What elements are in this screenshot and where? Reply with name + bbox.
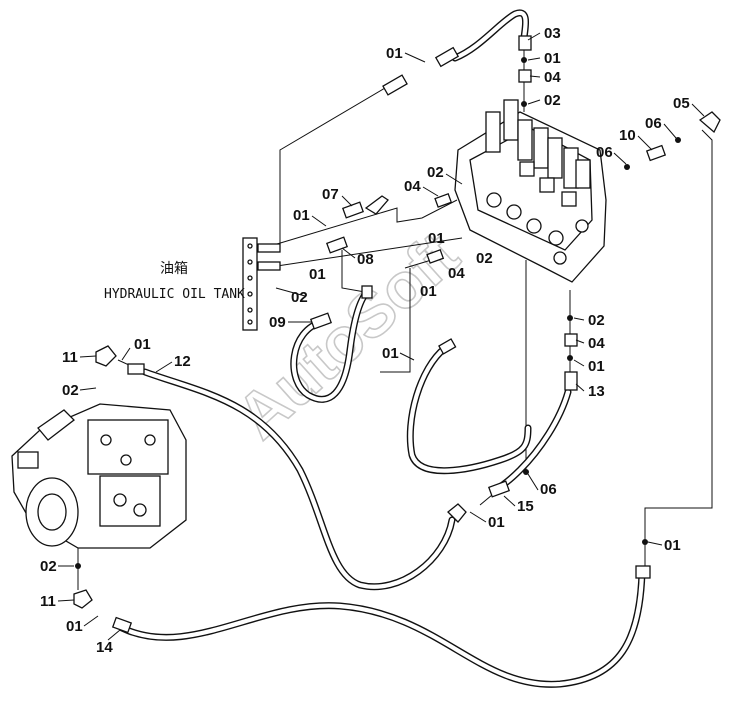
callout-01: 01 (309, 266, 326, 283)
callout-01: 01 (664, 537, 681, 554)
fittings (73, 35, 721, 634)
callout-04: 04 (588, 335, 605, 352)
callout-02: 02 (40, 558, 57, 575)
tank-bracket (242, 237, 281, 331)
callout-14: 14 (96, 639, 113, 656)
callout-01: 01 (134, 336, 151, 353)
callout-13: 13 (588, 383, 605, 400)
tank-label-en: HYDRAULIC OIL TANK (104, 287, 245, 302)
callout-03: 03 (544, 25, 561, 42)
callout-02: 02 (588, 312, 605, 329)
callout-02: 02 (544, 92, 561, 109)
callout-04: 04 (404, 178, 421, 195)
callout-01: 01 (488, 514, 505, 531)
callout-01: 01 (544, 50, 561, 67)
callout-01: 01 (420, 283, 437, 300)
callout-02: 02 (476, 250, 493, 267)
callout-06: 06 (596, 144, 613, 161)
callout-01: 01 (428, 230, 445, 247)
callout-leaders (57, 32, 705, 641)
callout-06: 06 (540, 481, 557, 498)
callout-01: 01 (588, 358, 605, 375)
hydraulic-pump (11, 403, 187, 549)
callout-02: 02 (427, 164, 444, 181)
callout-01: 01 (382, 345, 399, 362)
callout-08: 08 (357, 251, 374, 268)
hoses (118, 9, 646, 688)
callout-labels: 01 03 01 04 02 05 06 10 06 02 04 07 01 0… (40, 25, 690, 656)
control-valve (454, 99, 607, 283)
callout-07: 07 (322, 186, 339, 203)
callout-11: 11 (40, 593, 56, 610)
tank-label-cn: 油箱 (160, 261, 188, 277)
callout-06: 06 (645, 115, 662, 132)
callout-05: 05 (673, 95, 690, 112)
callout-01: 01 (293, 207, 310, 224)
callout-01: 01 (386, 45, 403, 62)
callout-01: 01 (66, 618, 83, 635)
callout-02: 02 (291, 289, 308, 306)
callout-02: 02 (62, 382, 79, 399)
callout-09: 09 (269, 314, 286, 331)
callout-04: 04 (448, 265, 465, 282)
callout-12: 12 (174, 353, 191, 370)
callout-15: 15 (517, 498, 534, 515)
callout-11: 11 (62, 349, 78, 366)
callout-04: 04 (544, 69, 561, 86)
callout-10: 10 (619, 127, 636, 144)
